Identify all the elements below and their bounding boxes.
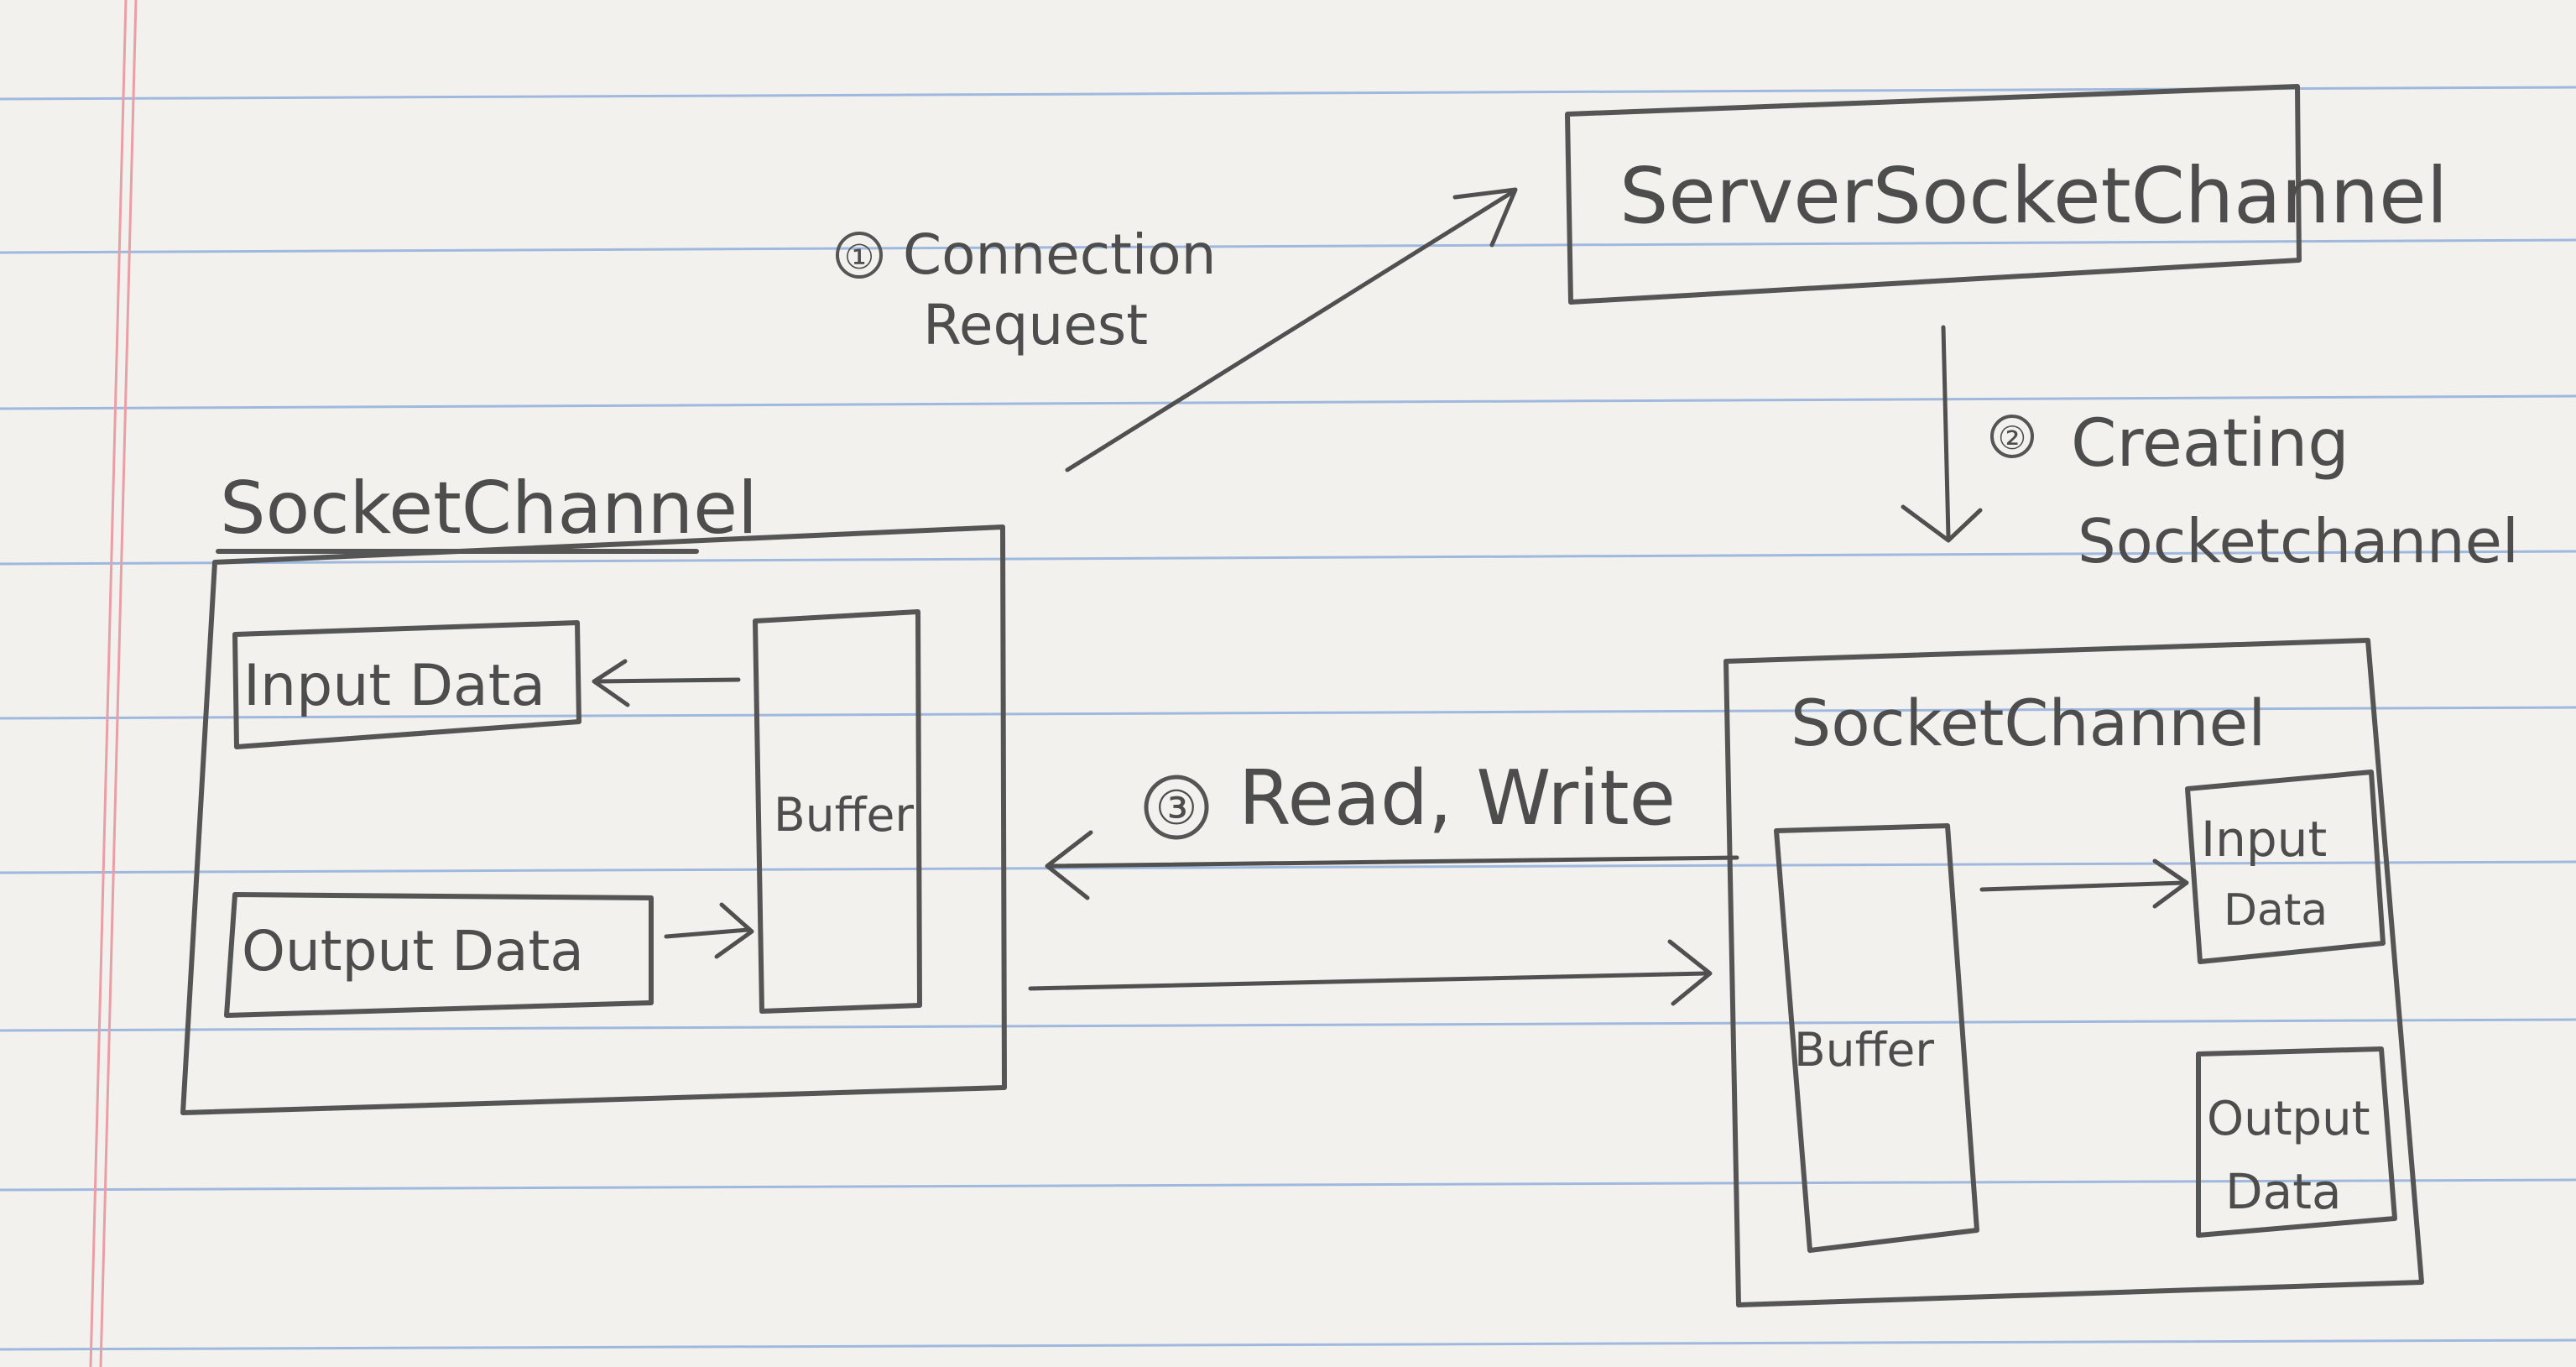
connection-request-arrow-head [1452, 187, 1518, 248]
ruled-line [0, 550, 2576, 566]
arrow-shaft [664, 927, 751, 939]
step-1-circle [836, 232, 883, 279]
creating-socket-channel-edge: ② Creating Socketchannel [1901, 325, 2519, 577]
ruled-line [0, 860, 2576, 874]
ruled-line [0, 1178, 2576, 1192]
client-input-data-box [232, 620, 581, 749]
server-socket-channel-label: ServerSocketChannel [1619, 151, 2448, 241]
server-buffer-box [1774, 823, 1979, 1253]
server-socket-channel-node: ServerSocketChannel [1565, 84, 2448, 305]
ruled-line [0, 238, 2576, 254]
server-output-data-label-line2: Data [2225, 1163, 2342, 1220]
client-output-to-buffer-arrow [664, 902, 754, 959]
server-input-data-box [2185, 770, 2386, 964]
client-output-data-label: Output Data [242, 919, 584, 984]
step-1-number: ① [844, 238, 874, 277]
arrow-head [2152, 858, 2189, 909]
write-arrow-shaft [1028, 971, 1709, 991]
server-input-data-label-line2: Data [2224, 885, 2328, 936]
client-socket-channel-node: SocketChannel Input Data Output Data Buf… [180, 467, 1007, 1115]
read-write-edge: ③ Read, Write [1028, 754, 1739, 1006]
connection-request-arrow-shaft [1065, 189, 1516, 472]
creating-socket-channel-label-line1: Creating [2071, 406, 2349, 482]
client-buffer-label: Buffer [774, 788, 914, 842]
arrow-head [714, 902, 754, 959]
ruled-lines [0, 86, 2576, 1351]
margin-line [89, 0, 128, 1367]
server-side-socket-channel-node: SocketChannel Buffer Input Data Output D… [1723, 638, 2424, 1307]
client-buffer-box [753, 609, 922, 1014]
ruled-line [0, 706, 2576, 720]
ruled-line [0, 86, 2576, 101]
server-output-data-label-line1: Output [2207, 1092, 2370, 1146]
creating-socket-channel-label-line2: Socketchannel [2078, 506, 2519, 577]
ruled-line [0, 1018, 2576, 1032]
client-socket-channel-box [180, 524, 1007, 1115]
client-output-data-box [224, 892, 654, 1018]
creating-socket-channel-arrow-shaft [1941, 325, 1951, 540]
server-buffer-label: Buffer [1794, 1023, 1934, 1077]
server-side-socket-channel-box [1723, 638, 2424, 1307]
server-side-socket-channel-label: SocketChannel [1791, 686, 2266, 760]
connection-request-label-line1: Connection [903, 222, 1216, 287]
read-arrow-shaft [1050, 855, 1739, 869]
arrow-head [592, 659, 630, 707]
step-2-circle [1990, 415, 2034, 458]
step-2-number: ② [1998, 420, 2026, 457]
write-arrow-head [1667, 939, 1713, 1006]
creating-socket-channel-arrow-head [1901, 504, 1983, 543]
read-arrow-head [1045, 830, 1093, 900]
ruled-line [0, 1338, 2576, 1351]
client-socket-channel-label: SocketChannel [220, 467, 758, 550]
connection-request-label-line2: Request [923, 293, 1148, 357]
step-3-number: ③ [1155, 781, 1197, 836]
server-input-data-label-line1: Input [2201, 811, 2327, 868]
server-output-data-box [2196, 1046, 2397, 1238]
connection-request-edge: ① Connection Request [836, 187, 1518, 472]
margin-line [99, 0, 138, 1367]
read-write-label: Read, Write [1238, 754, 1676, 843]
server-buffer-to-input-arrow [1979, 858, 2189, 909]
arrow-shaft [595, 677, 741, 684]
arrow-shaft [1979, 880, 2186, 892]
server-socket-channel-box [1565, 84, 2302, 305]
ruled-line [0, 394, 2576, 410]
client-input-data-label: Input Data [243, 653, 545, 719]
client-buffer-to-input-arrow [592, 659, 741, 707]
step-3-circle [1144, 775, 1209, 840]
